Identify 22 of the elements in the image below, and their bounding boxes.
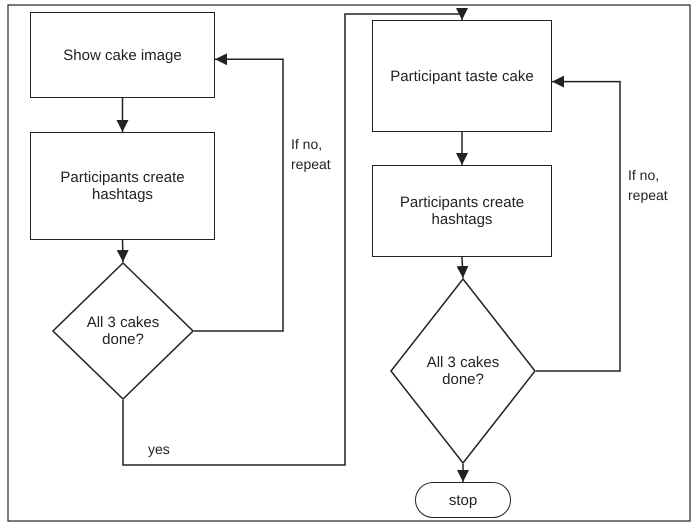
arrow [122, 8, 468, 466]
node-text: All 3 cakes done? [86, 314, 160, 348]
process-box [30, 12, 215, 98]
decision-diamond [52, 262, 194, 400]
node-text: stop [448, 492, 478, 508]
node-text: Show cake image [63, 46, 182, 64]
process-box [30, 132, 215, 240]
arrow [116, 240, 129, 262]
arrow [194, 53, 284, 332]
arrow [536, 76, 621, 372]
process-box [372, 20, 552, 132]
node-text: Participant taste cake [390, 68, 534, 84]
node-text: All 3 cakes done? [426, 354, 500, 388]
node-text: Participants create hashtags [59, 169, 186, 203]
arrow [456, 132, 468, 165]
process-box [372, 165, 552, 257]
arrow [457, 464, 469, 482]
arrow [456, 256, 468, 278]
decision-diamond [390, 278, 536, 464]
node-text: Participants create hashtags [398, 194, 526, 228]
terminal-box [415, 482, 511, 518]
arrow [116, 98, 128, 132]
